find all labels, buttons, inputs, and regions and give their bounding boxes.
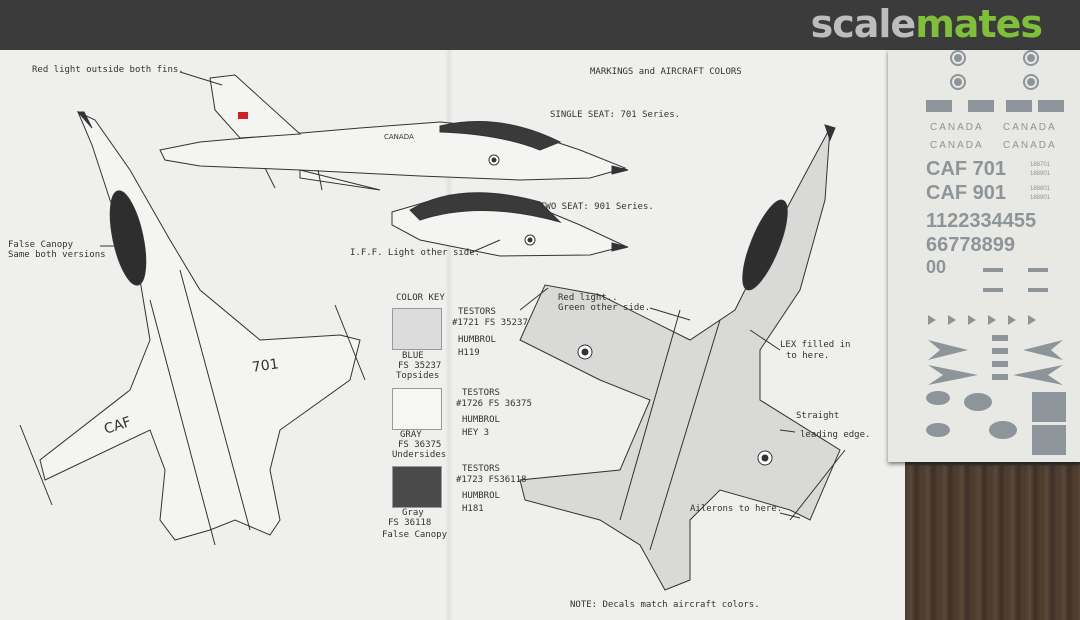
decal-small-3: 188801 [1030,186,1051,192]
aircraft-drawings [19,71,846,591]
swatch-gray-paint-2: #1726 FS 36375 [456,399,532,409]
single-seat-label: SINGLE SEAT: 701 Series. [550,110,681,120]
side-view-two-seat [391,192,629,257]
bottom-view-aircraft [519,124,846,591]
swatch-dark-paint-4: H181 [462,504,484,514]
fuselage-canada-text: CANADA [384,133,414,141]
lex-label-2: to here. [786,351,830,361]
page-title: MARKINGS and AIRCRAFT COLORS [590,67,742,77]
sheet-fold [445,50,453,620]
red-light-bottom-label: Red light.. [558,293,618,303]
false-canopy-label: False Canopy [8,240,74,250]
swatch-blue-paint-2: #1721 FS 35237 [452,318,528,328]
swatch-gray-paint-3: HUMBROL [462,415,500,425]
color-key-title: COLOR KEY [396,293,445,303]
header-bar: scalemates [0,0,1080,50]
swatch-dark-paint-2: #1723 FS36118 [456,475,527,485]
straight-label: Straight [796,411,840,421]
leading-edge-label: leading edge. [800,430,871,440]
top-view-aircraft [19,110,366,546]
swatch-blue [392,308,442,350]
decal-small-1: 188701 [1030,162,1051,168]
false-canopy-label-2: Same both versions [8,250,106,260]
swatch-gray-name-3: Undersides [392,450,447,460]
swatch-dark-paint-1: TESTORS [462,464,500,474]
swatch-dark-paint-3: HUMBROL [462,491,500,501]
green-light-label: Green other side. [558,303,651,313]
decal-sheet: CANADA CANADA CANADA CANADA CAF 701 CAF … [888,50,1080,462]
side-view-single-seat [159,74,629,191]
decal-digits-row-3: 00 [926,257,947,277]
swatch-gray-name-1: GRAY [400,430,422,440]
swatch-gray-name-2: FS 36375 [398,440,442,450]
decal-digits-row-2: 66778899 [926,234,1015,256]
two-seat-label: TWO SEAT: 901 Series. [540,202,654,212]
swatch-blue-paint-4: H119 [458,348,480,358]
swatch-blue-paint-3: HUMBROL [458,335,496,345]
scalemates-watermark: scalemates [810,2,1043,46]
swatch-blue-name-2: FS 35237 [398,361,442,371]
decal-canada-3: CANADA [930,140,984,151]
swatch-gray-paint-4: HEY 3 [462,428,490,438]
ailerons-label: Ailerons to here. [690,504,783,514]
swatch-blue-paint-1: TESTORS [458,307,496,317]
decal-small-4: 188901 [1030,195,1051,201]
lex-label: LEX filled in [780,340,851,350]
swatch-gray-paint-1: TESTORS [462,388,500,398]
red-light-label: Red light outside both fins. [32,65,184,75]
note-label: NOTE: Decals match aircraft colors. [570,600,760,610]
decal-serial-701: CAF 701 [926,158,1007,180]
decal-digits-row-1: 1122334455 [926,210,1037,232]
instruction-sheet: Red light outside both fins. MARKINGS an… [0,50,905,620]
decal-canada-4: CANADA [1003,140,1057,151]
swatch-blue-name-1: BLUE [402,351,424,361]
decal-graphics [926,50,1066,455]
swatch-dark-name-1: Gray [402,508,424,518]
swatch-dark-gray [392,466,442,508]
iff-light-label: I.F.F. Light other side. [350,248,481,258]
decal-canada-2: CANADA [1003,122,1057,133]
decal-canada-1: CANADA [930,122,984,133]
wood-background [905,465,1080,620]
swatch-dark-name-2: FS 36118 [388,518,432,528]
swatch-dark-name-3: False Canopy [382,530,448,540]
decal-small-2: 188901 [1030,171,1051,177]
swatch-blue-name-3: Topsides [396,371,440,381]
swatch-gray [392,388,442,430]
decal-serial-901: CAF 901 [926,182,1007,204]
